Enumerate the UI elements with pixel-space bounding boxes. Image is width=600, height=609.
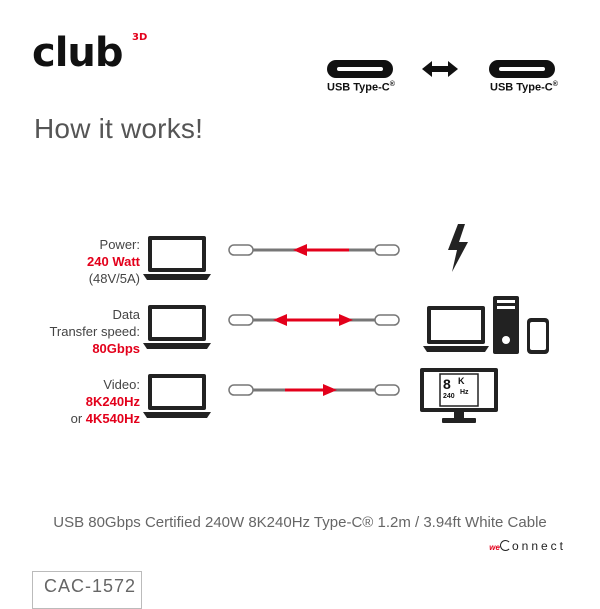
spec-video-label: Video: bbox=[103, 377, 140, 392]
spec-power-detail: (48V/5A) bbox=[88, 271, 140, 286]
page-title: How it works! bbox=[34, 113, 204, 144]
cable-power-icon bbox=[228, 244, 400, 256]
spec-video: Video: 8K240Hz or 4K540Hz bbox=[2, 376, 140, 427]
logo-superscript: 3D bbox=[132, 32, 148, 43]
monitor-badge-8: 8 bbox=[443, 376, 451, 392]
spec-data-label-1: Data bbox=[112, 307, 140, 322]
cable-data-icon bbox=[228, 314, 400, 326]
product-caption: USB 80Gbps Certified 240W 8K240Hz Type-C… bbox=[53, 514, 547, 531]
lightning-icon bbox=[448, 224, 468, 272]
weconnect-prefix: we bbox=[489, 543, 500, 552]
monitor-badge-hz-num: 240 bbox=[443, 393, 455, 400]
spec-power-value: 240 Watt bbox=[87, 254, 140, 269]
laptop-icon bbox=[143, 305, 211, 349]
usb-c-port-right-icon bbox=[489, 60, 555, 78]
spec-data-value: 80Gbps bbox=[92, 341, 140, 356]
monitor-badge-hz: Hz bbox=[460, 389, 469, 396]
product-sku: CAC-1572 bbox=[44, 576, 137, 596]
weconnect-logo: we onnect bbox=[489, 539, 566, 553]
bidirectional-arrow-icon bbox=[422, 61, 458, 77]
spec-data-label-2: Transfer speed: bbox=[49, 324, 140, 339]
port-label-left: USB Type-C® bbox=[327, 81, 395, 94]
laptop-icon bbox=[143, 374, 211, 418]
spec-power: Power: 240 Watt (48V/5A) bbox=[2, 236, 140, 287]
monitor-8k-icon bbox=[420, 368, 498, 423]
port-label-right: USB Type-C® bbox=[490, 81, 558, 94]
spec-power-label: Power: bbox=[99, 237, 140, 252]
logo-text: club bbox=[32, 30, 124, 76]
spec-data: Data Transfer speed: 80Gbps bbox=[2, 306, 140, 357]
club3d-logo: club 3D bbox=[32, 30, 147, 76]
computer-devices-icon bbox=[423, 296, 549, 354]
usb-c-port-left-icon bbox=[327, 60, 393, 78]
laptop-icon bbox=[143, 236, 211, 280]
spec-video-value-2: 4K540Hz bbox=[85, 411, 140, 426]
spec-video-connector: or bbox=[70, 411, 83, 426]
connect-c-icon bbox=[499, 540, 511, 551]
weconnect-text: onnect bbox=[511, 539, 566, 553]
monitor-badge-k: K bbox=[458, 376, 465, 386]
cable-video-icon bbox=[228, 384, 400, 396]
spec-video-value-1: 8K240Hz bbox=[85, 394, 140, 409]
